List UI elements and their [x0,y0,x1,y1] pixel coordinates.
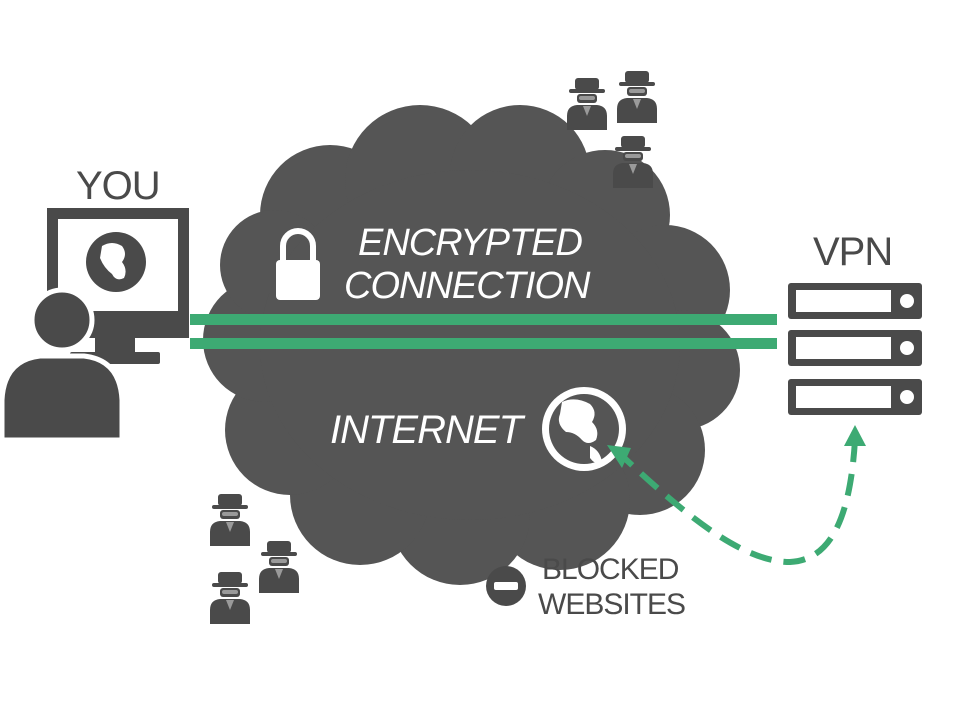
spy-icon [259,541,299,593]
padlock-icon [276,228,320,300]
user-silhouette-icon [0,287,125,443]
no-entry-icon [486,566,526,606]
vpn-label: VPN [813,230,893,274]
encrypted-tunnel-line-top [190,314,777,325]
you-label: YOU [76,164,161,208]
spy-icon [567,78,607,130]
websites-label: WEBSITES [538,588,686,621]
spy-icon [210,494,250,546]
internet-label: INTERNET [330,408,523,452]
connection-label: CONNECTION [344,265,590,307]
spy-icon [617,71,657,123]
globe-icon [542,387,626,471]
encrypted-tunnel-line-bottom [190,338,777,349]
encrypted-label: ENCRYPTED [358,222,583,264]
server-rack-icon [788,283,922,415]
blocked-label: BLOCKED [542,553,679,586]
monitor-globe-icon [86,232,146,292]
dashed-arrow [607,425,866,566]
spy-icon [210,572,250,624]
